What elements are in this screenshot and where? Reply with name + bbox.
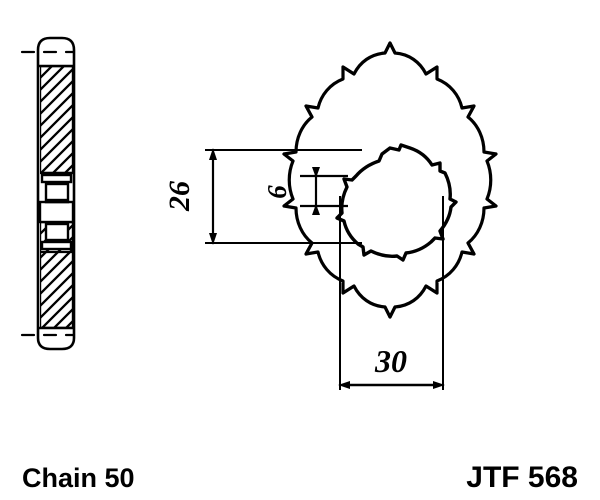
side-hub-steps-lower (40, 222, 73, 251)
dim-6-text: 6 (262, 185, 292, 199)
side-body-outline (36, 36, 76, 351)
side-hub-steps (38, 173, 75, 224)
dim-26-text: 26 (163, 181, 196, 212)
side-rib-lines (40, 171, 73, 254)
dimension-26: 26 (163, 148, 217, 245)
chain-label: Chain 50 (22, 463, 135, 493)
dim-6-arrow-top (312, 167, 320, 178)
dim-26-arrow-top (209, 148, 217, 160)
side-section-view (20, 36, 76, 351)
dim-30-text: 30 (374, 343, 407, 379)
dim-30-arrow-right (433, 381, 445, 389)
splined-bore (335, 143, 458, 262)
tooth-root-detail (282, 41, 498, 319)
part-number-label: JTF 568 (466, 461, 578, 494)
dim-26-arrow-bottom (209, 233, 217, 245)
dimension-30: 30 (338, 196, 445, 390)
hatch-upper-arm (40, 66, 73, 173)
dim-30-arrow-left (338, 381, 350, 389)
dim-6-arrow-bottom (312, 204, 320, 215)
